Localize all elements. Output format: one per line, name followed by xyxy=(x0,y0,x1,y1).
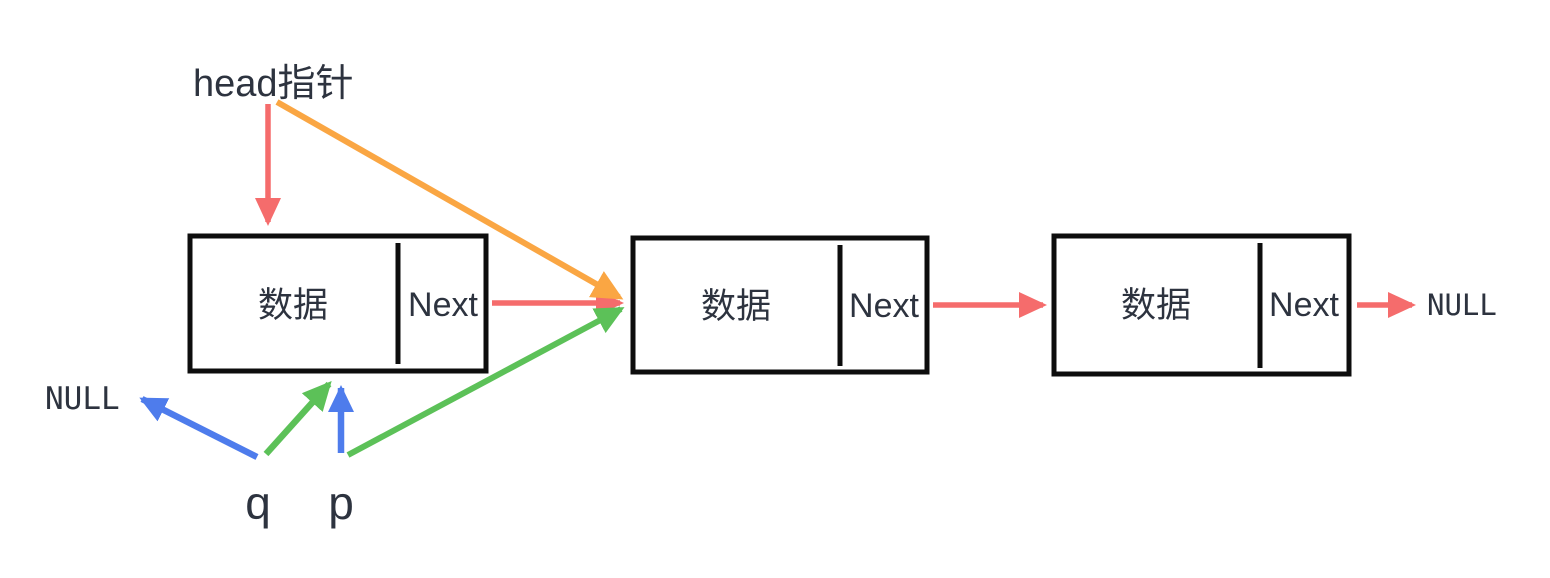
node-2-box xyxy=(630,235,930,375)
node-2-next-label: Next xyxy=(849,287,919,325)
node-1-next-label: Next xyxy=(408,286,478,324)
node-1: 数据 Next xyxy=(187,233,489,374)
node-3: 数据 Next xyxy=(1051,233,1352,377)
node-3-data-label: 数据 xyxy=(1121,286,1191,325)
arrow-q-to-null xyxy=(139,396,259,460)
arrow-head-to-node2 xyxy=(275,99,624,300)
null-right-label: NULL xyxy=(1427,288,1497,322)
node-1-box xyxy=(187,233,489,374)
arrow-q-to-node1 xyxy=(263,381,332,457)
pointer-p-label: p xyxy=(328,477,354,529)
node-3-box xyxy=(1051,233,1352,377)
node-3-next-label: Next xyxy=(1269,286,1339,324)
null-left-label: NULL xyxy=(45,381,120,417)
pointer-q-label: q xyxy=(245,477,271,529)
node-2: 数据 Next xyxy=(630,235,930,375)
node-2-data-label: 数据 xyxy=(701,287,771,326)
node-1-data-label: 数据 xyxy=(258,286,328,325)
head-pointer-label: head指针 xyxy=(193,63,354,105)
arrow-p-to-node2 xyxy=(346,306,625,458)
